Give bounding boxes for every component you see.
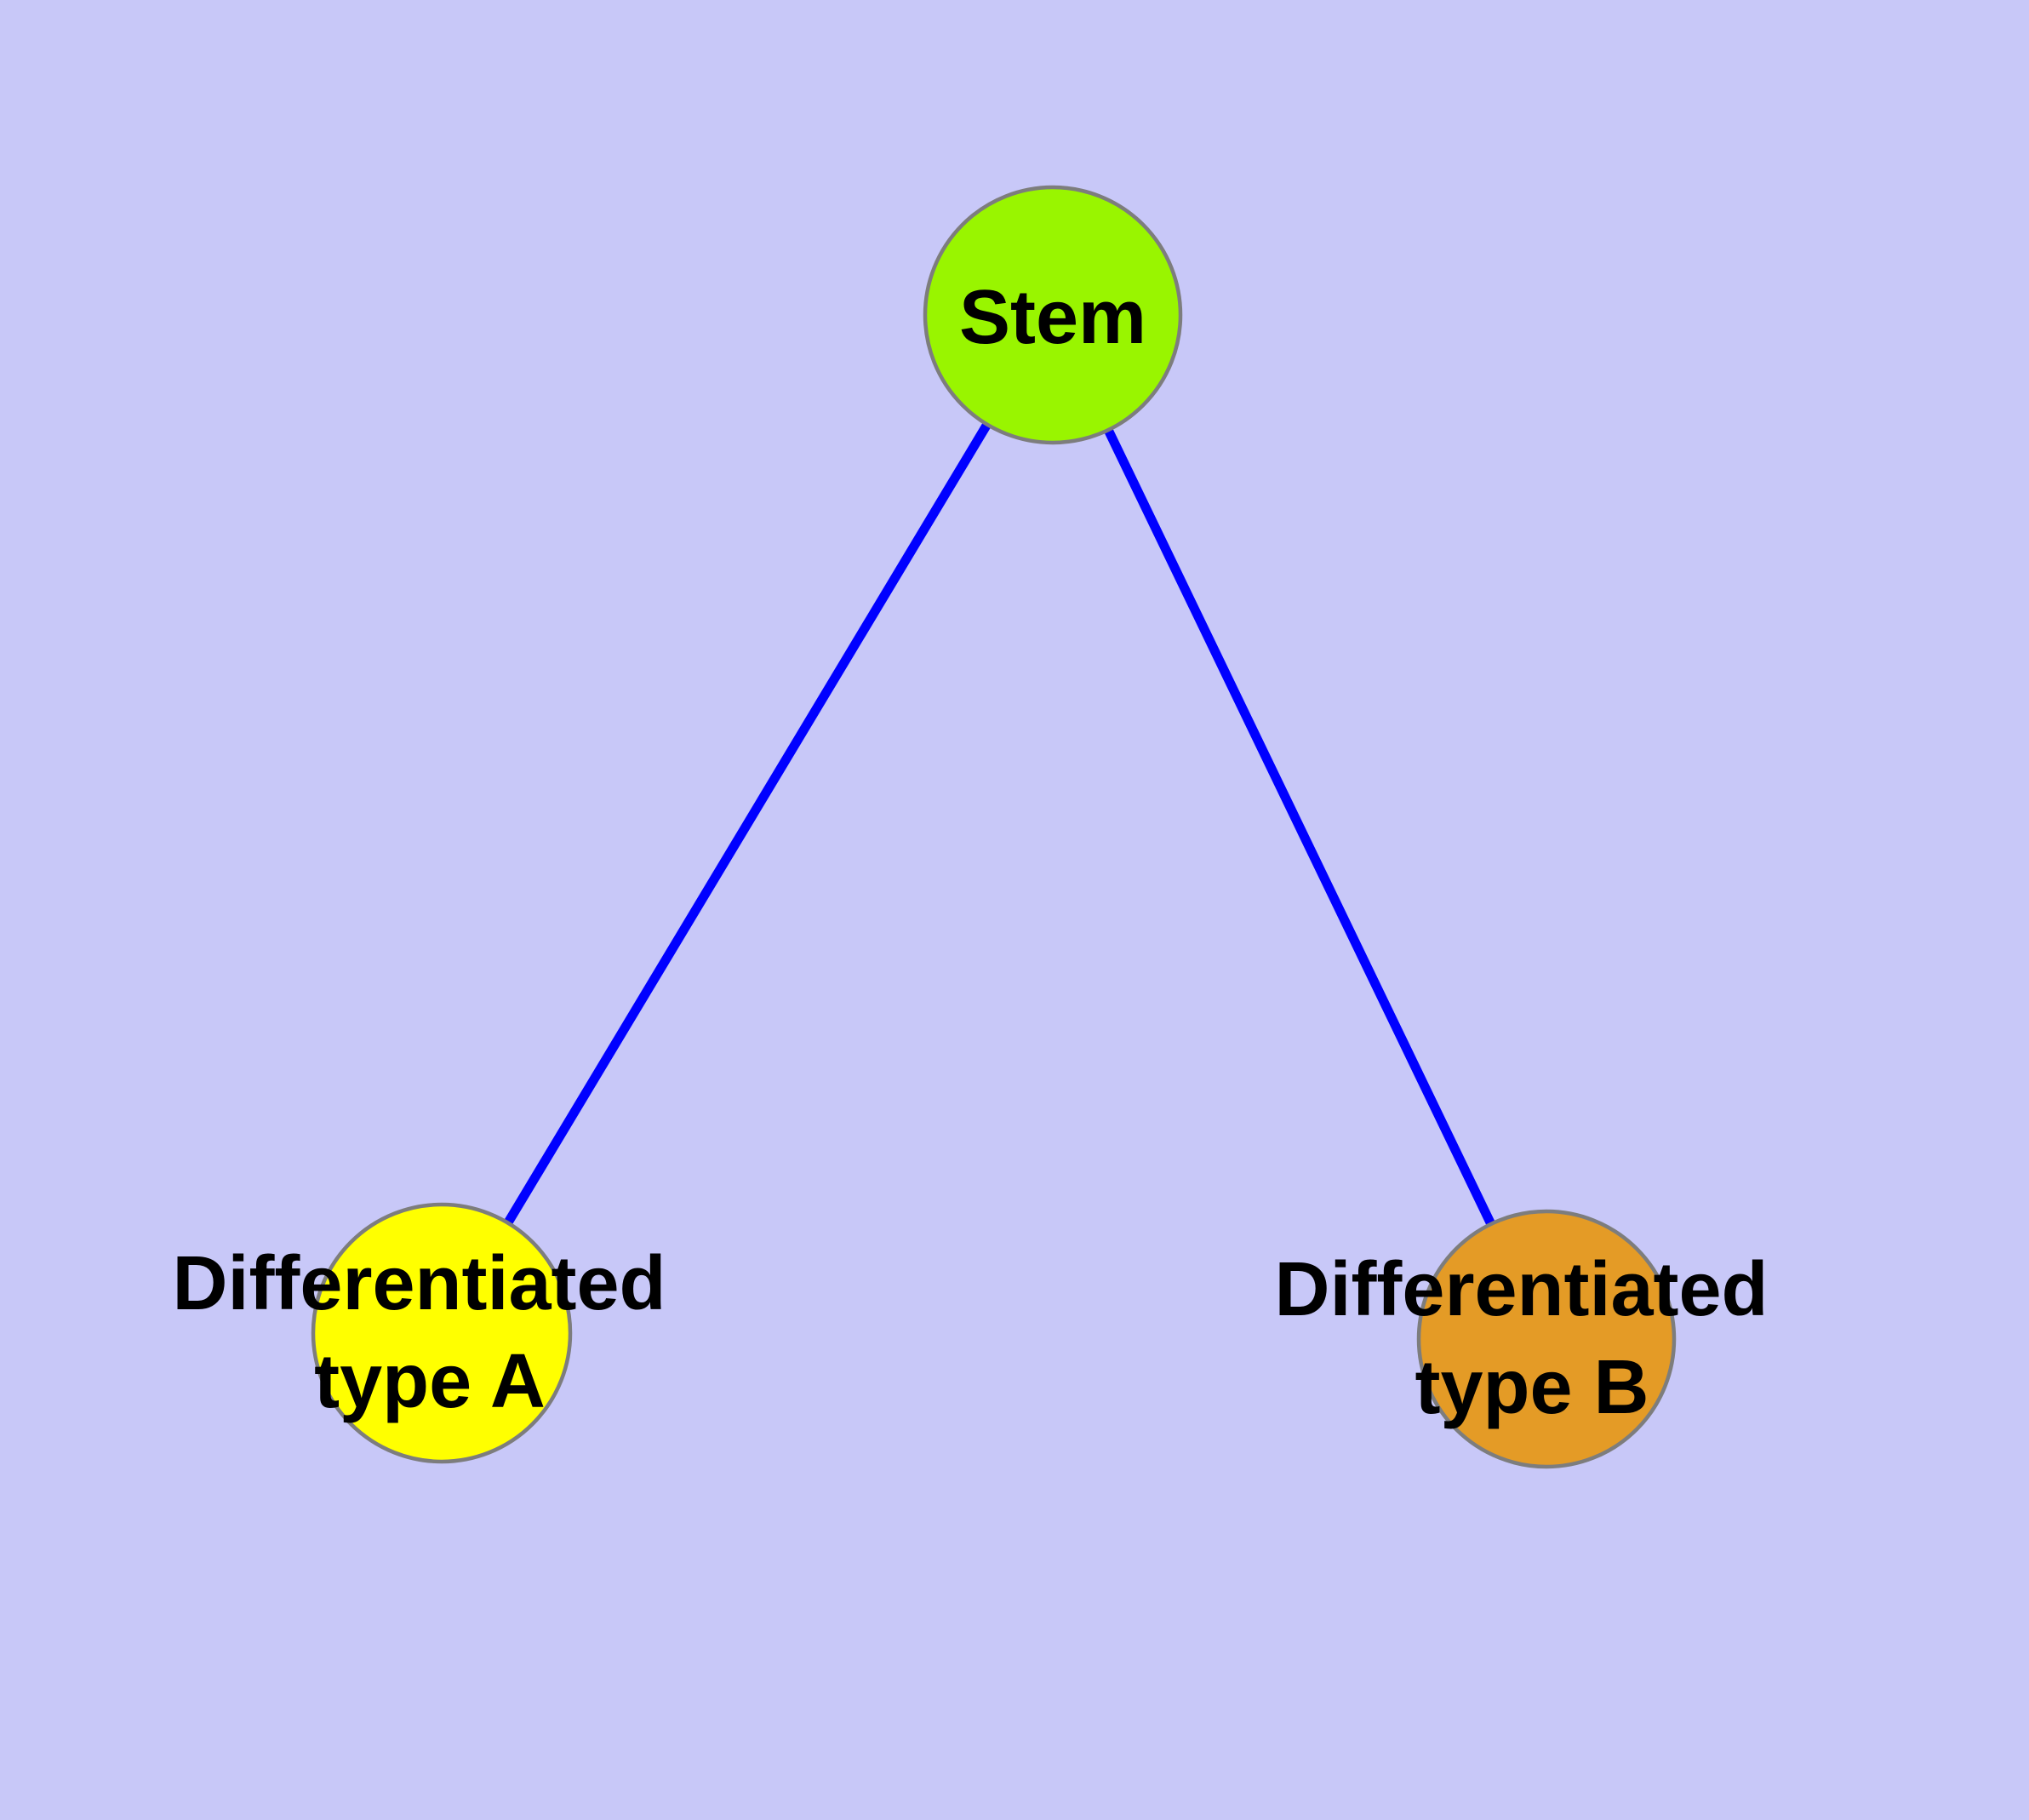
node-type-b-label: Differentiated type B — [1274, 1247, 1789, 1430]
edge-stem-to-type-b — [1049, 312, 1551, 1342]
edge-stem-to-type-a — [437, 312, 1057, 1336]
node-type-a-label: Differentiated type A — [172, 1241, 687, 1424]
node-type-b-circle — [1416, 1209, 1677, 1469]
node-type-a-circle — [311, 1202, 573, 1464]
node-type-b-label-line1: Differentiated — [1274, 1247, 1768, 1332]
node-type-b-label-line2: type B — [1415, 1345, 1649, 1430]
node-stem-circle — [923, 185, 1183, 445]
node-stem-label: Stem — [959, 275, 1146, 360]
node-type-a-label-line1: Differentiated — [172, 1241, 666, 1326]
node-type-a-label-line2: type A — [314, 1339, 546, 1424]
